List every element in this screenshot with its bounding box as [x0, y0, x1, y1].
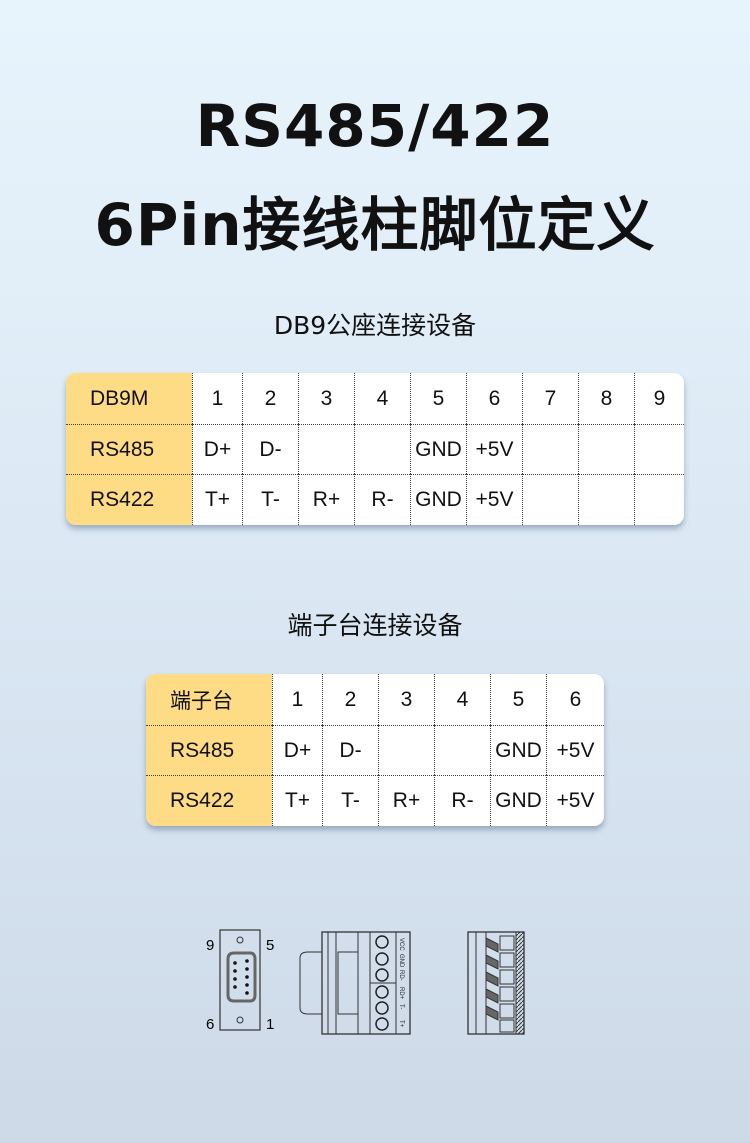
pin-number: 3: [378, 674, 434, 725]
pin-signal: [354, 424, 410, 474]
pin-signal: GND: [410, 424, 466, 474]
terminal-label: RD+: [398, 987, 404, 1000]
pin-signal: [434, 725, 490, 775]
terminal-subtitle: 端子台连接设备: [287, 611, 463, 640]
pin-signal: D+: [272, 725, 322, 775]
pin-signal: [634, 474, 684, 525]
pin-number: 8: [578, 373, 634, 424]
pin-number: 6: [466, 373, 522, 424]
pin-number: 3: [298, 373, 354, 424]
pin-signal: T-: [322, 775, 378, 826]
pin-signal: [522, 424, 578, 474]
pin-number: 1: [192, 373, 242, 424]
pin-number: 6: [546, 674, 604, 725]
terminal-label: T+: [398, 1020, 404, 1028]
pin-signal: R-: [354, 474, 410, 525]
db9-subtitle: DB9公座连接设备: [273, 311, 477, 340]
pin-signal: +5V: [546, 775, 604, 826]
pin-signal: T-: [242, 474, 298, 525]
terminal-label: GND: [398, 954, 404, 968]
pin-label-9: 9: [206, 937, 214, 954]
pin-number: 4: [354, 373, 410, 424]
pin-signal: +5V: [466, 474, 522, 525]
pin-number: 2: [322, 674, 378, 725]
row-header: DB9M: [66, 373, 192, 424]
terminal-adapter-diagram: VCC GND RD- RD+ T- T+: [299, 931, 411, 1035]
title-line2: 6Pin接线柱脚位定义: [94, 191, 656, 259]
row-header: 端子台: [146, 674, 272, 725]
pin-signal: [634, 424, 684, 474]
title-line1: RS485/422: [195, 92, 555, 160]
pin-label-6: 6: [206, 1016, 214, 1033]
pin-signal: [522, 474, 578, 525]
row-header: RS485: [66, 424, 192, 474]
pin-signal: [298, 424, 354, 474]
pin-signal: +5V: [466, 424, 522, 474]
pin-label-5: 5: [266, 937, 274, 954]
pin-number: 1: [272, 674, 322, 725]
row-header: RS422: [146, 775, 272, 826]
pin-signal: [578, 474, 634, 525]
row-header: RS485: [146, 725, 272, 775]
terminal-label: T-: [398, 1004, 404, 1009]
pin-signal: T+: [272, 775, 322, 826]
pin-signal: R+: [378, 775, 434, 826]
pin-number: 9: [634, 373, 684, 424]
pin-signal: R-: [434, 775, 490, 826]
pin-number: 5: [410, 373, 466, 424]
pin-number: 2: [242, 373, 298, 424]
pin-signal: T+: [192, 474, 242, 525]
pin-signal: [578, 424, 634, 474]
pin-signal: D-: [242, 424, 298, 474]
pin-signal: GND: [410, 474, 466, 525]
pin-number: 7: [522, 373, 578, 424]
pin-label-1: 1: [266, 1016, 274, 1033]
terminal-side-view-diagram: [467, 931, 525, 1035]
pin-signal: +5V: [546, 725, 604, 775]
terminal-label: VCC: [398, 938, 404, 951]
row-header: RS422: [66, 474, 192, 525]
pin-signal: GND: [490, 775, 546, 826]
pin-signal: R+: [298, 474, 354, 525]
terminal-label: RD-: [398, 970, 404, 981]
pin-signal: D+: [192, 424, 242, 474]
pin-number: 5: [490, 674, 546, 725]
pin-signal: GND: [490, 725, 546, 775]
db9-connector-diagram: 9 5 6 1: [206, 929, 274, 1033]
pin-number: 4: [434, 674, 490, 725]
pin-signal: D-: [322, 725, 378, 775]
pin-signal: [378, 725, 434, 775]
